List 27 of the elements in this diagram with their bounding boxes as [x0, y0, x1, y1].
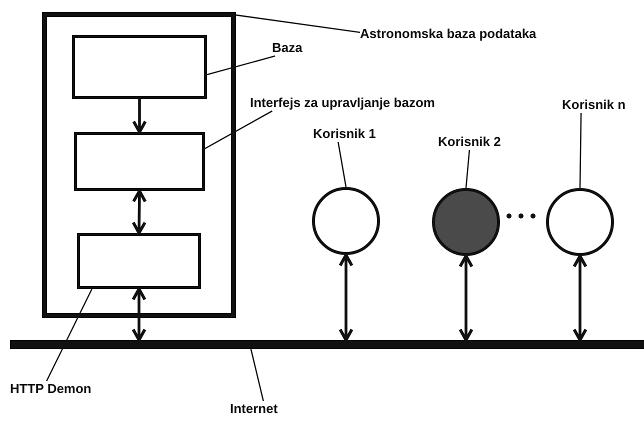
- callout-label: Baza: [272, 40, 302, 56]
- leader-line: [206, 55, 276, 76]
- arrow: [458, 254, 474, 342]
- callout-label: Astronomska baza podataka: [360, 26, 536, 42]
- component-box: [72, 35, 207, 99]
- leader-line: [250, 348, 264, 402]
- arrow: [132, 99, 147, 134]
- arrow: [132, 189, 147, 235]
- arrow: [338, 253, 354, 342]
- arrow: [132, 287, 146, 342]
- leader-line: [236, 14, 360, 34]
- leader-line: [579, 112, 582, 188]
- leader-line: [204, 110, 273, 150]
- leader-line: [46, 288, 92, 382]
- component-box: [74, 132, 205, 191]
- callout-label: Korisnik 2: [438, 134, 501, 150]
- arrow: [572, 254, 588, 342]
- callout-label: HTTP Demon: [10, 381, 92, 397]
- leader-line: [338, 142, 347, 188]
- leader-line: [465, 150, 470, 188]
- callout-label: Korisnik 1: [313, 126, 376, 142]
- callout-label: Internet: [230, 401, 278, 417]
- callout-label: Interfejs za upravljanje bazom: [250, 95, 435, 111]
- callout-label: Korisnik n: [562, 97, 626, 113]
- network-bar: [10, 340, 644, 349]
- component-box: [77, 233, 201, 289]
- database-frame: [42, 12, 236, 318]
